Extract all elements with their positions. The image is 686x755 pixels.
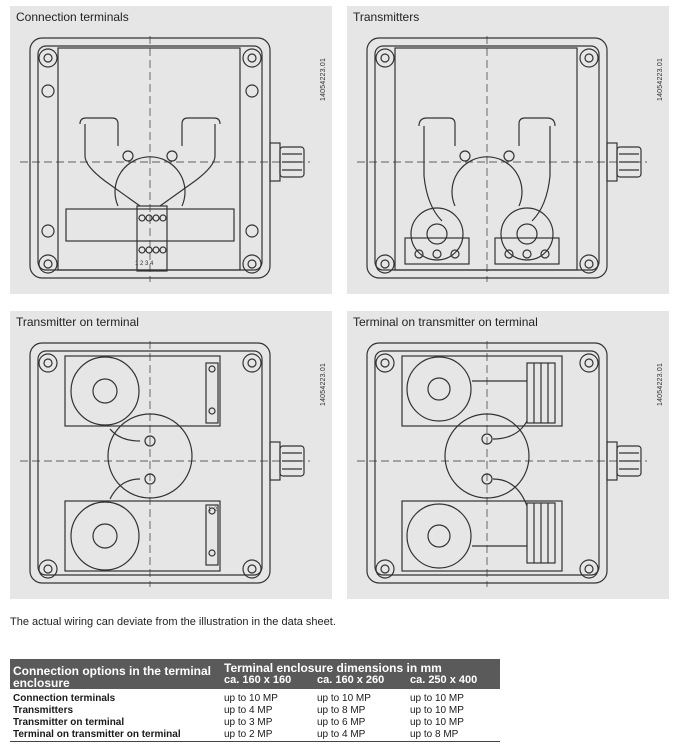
row-label: Transmitters	[13, 705, 74, 716]
terminal-strip-label: 1 2 3 4	[135, 261, 154, 267]
size-col-3: ca. 250 x 400	[406, 674, 500, 689]
panel-title: Transmitter on terminal	[16, 315, 139, 329]
table-row: Connection terminals up to 10 MP up to 1…	[10, 689, 500, 705]
cell-value: up to 2 MP	[221, 729, 314, 742]
panel-title: Connection terminals	[16, 10, 129, 24]
wiring-note: The actual wiring can deviate from the i…	[10, 616, 336, 628]
enclosure-drawing: 1 2 3 4	[20, 36, 310, 282]
cell-value: up to 8 MP	[406, 729, 500, 742]
table-row: Transmitters up to 4 MP up to 8 MP up to…	[10, 705, 500, 717]
terminal-label-2: 2	[214, 507, 218, 513]
panel-title: Terminal on transmitter on terminal	[353, 315, 538, 329]
cell-value: up to 10 MP	[409, 693, 464, 704]
enclosure-drawing	[357, 36, 647, 282]
size-col-1: ca. 160 x 160	[221, 674, 314, 689]
row-label: Transmitter on terminal	[13, 717, 125, 728]
terminal-label-1: 1	[208, 507, 212, 513]
cell-value: up to 6 MP	[316, 717, 366, 728]
table-row: Transmitter on terminal up to 3 MP up to…	[10, 717, 500, 729]
header-connection-options: Connection options in the terminal enclo…	[10, 659, 221, 689]
cell-value: up to 4 MP	[313, 729, 407, 742]
row-label: Connection terminals	[13, 693, 116, 704]
cell-value: up to 8 MP	[316, 705, 366, 716]
panel-transmitters: Transmitters 14054223.01	[347, 6, 669, 294]
panel-transmitter-on-terminal: Transmitter on terminal 14054223.01	[10, 311, 332, 599]
cell-value: up to 3 MP	[224, 717, 273, 728]
cell-value: up to 10 MP	[409, 717, 464, 728]
panel-terminal-on-transmitter-on-terminal: Terminal on transmitter on terminal 1405…	[347, 311, 669, 599]
connection-options-table: Connection options in the terminal enclo…	[10, 659, 500, 742]
cell-value: up to 10 MP	[316, 693, 371, 704]
cell-value: up to 10 MP	[409, 705, 464, 716]
header-dimensions: Terminal enclosure dimensions in mm	[221, 659, 500, 674]
table-row: Terminal on transmitter on terminal up t…	[10, 729, 500, 742]
row-label: Terminal on transmitter on terminal	[10, 729, 221, 742]
cell-value: up to 10 MP	[224, 693, 278, 704]
enclosure-drawing	[357, 341, 647, 587]
panel-title: Transmitters	[353, 10, 420, 24]
cell-value: up to 4 MP	[224, 705, 273, 716]
panel-connection-terminals: Connection terminals 14054223.01	[10, 6, 332, 294]
size-col-2: ca. 160 x 260	[313, 674, 407, 689]
enclosure-drawing: 1 2	[20, 341, 310, 587]
